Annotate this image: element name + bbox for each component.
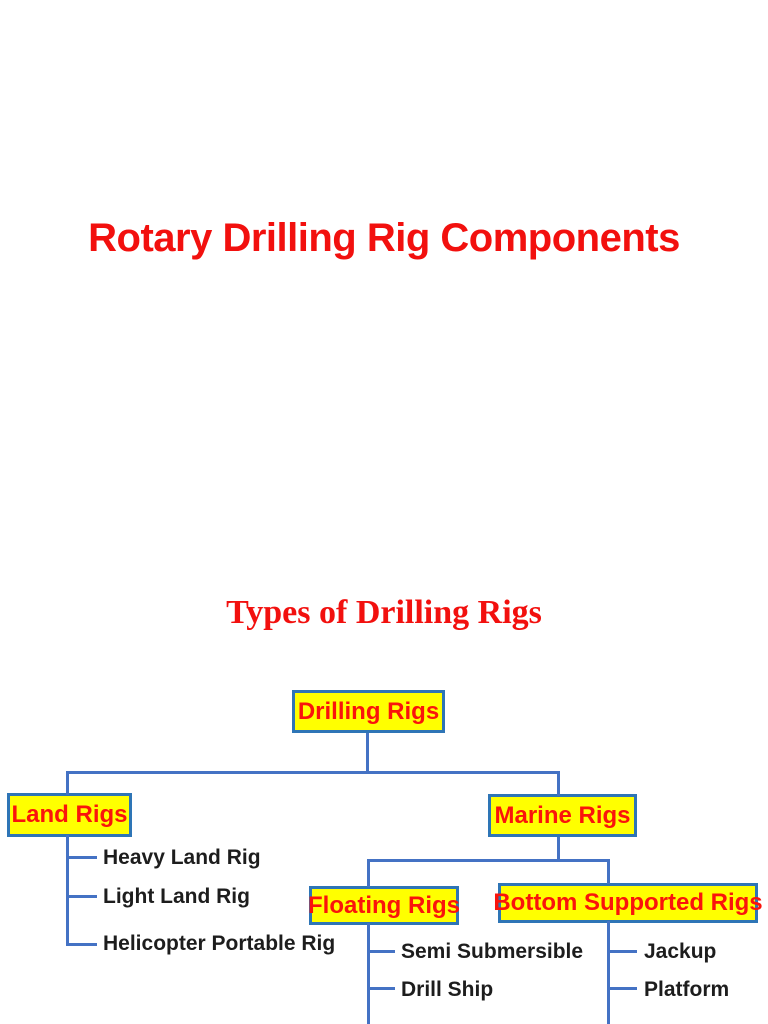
- connector-marine-stem: [557, 837, 560, 862]
- leaf-drill-ship: Drill Ship: [401, 978, 494, 1001]
- tick-semi-submersible: [367, 950, 395, 953]
- tick-drill-ship: [367, 987, 395, 990]
- connector-land-list-vertical: [66, 835, 69, 946]
- node-drilling-rigs: Drilling Rigs: [292, 690, 445, 733]
- tick-heavy-land-rig: [66, 856, 97, 859]
- leaf-platform: Platform: [644, 978, 730, 1001]
- connector-bottom-supported-list-vertical: [607, 921, 610, 1024]
- connector-marine-drop: [557, 771, 560, 796]
- leaf-heavy-land-rig: Heavy Land Rig: [103, 846, 261, 869]
- connector-floating-drop: [367, 859, 370, 887]
- section-title: Types of Drilling Rigs: [226, 594, 542, 631]
- tick-platform: [607, 987, 637, 990]
- tick-helicopter-portable-rig: [66, 943, 97, 946]
- leaf-light-land-rig: Light Land Rig: [103, 885, 250, 908]
- slide-title: Rotary Drilling Rig Components: [88, 216, 680, 260]
- node-bottom-supported-rigs: Bottom Supported Rigs: [493, 883, 763, 923]
- connector-floating-list-vertical: [367, 923, 370, 1024]
- connector-bottom-supported-drop: [607, 859, 610, 884]
- leaf-helicopter-portable-rig: Helicopter Portable Rig: [103, 932, 336, 955]
- connector-root-stem: [366, 733, 369, 774]
- tick-jackup: [607, 950, 637, 953]
- node-land-rigs: Land Rigs: [7, 793, 132, 837]
- connector-land-drop: [66, 771, 69, 795]
- leaf-jackup: Jackup: [644, 940, 717, 963]
- node-floating-rigs: Floating Rigs: [308, 886, 460, 925]
- node-marine-rigs: Marine Rigs: [488, 794, 637, 837]
- leaf-semi-submersible: Semi Submersible: [401, 940, 584, 963]
- tick-light-land-rig: [66, 895, 97, 898]
- connector-level2-horizontal: [367, 859, 610, 862]
- connector-level1-horizontal: [66, 771, 560, 774]
